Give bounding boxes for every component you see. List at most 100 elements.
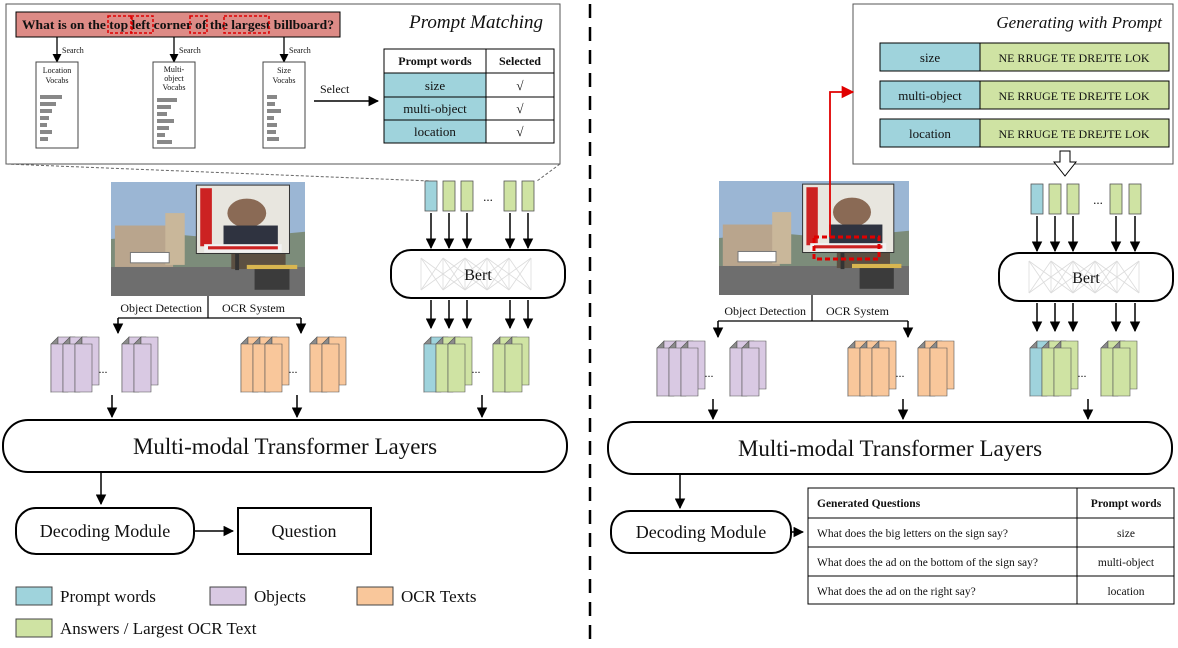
portrait [227, 198, 267, 228]
prompt-matching-panel: Prompt Matching What is on the top left … [5, 3, 561, 165]
billboard-stripe [200, 188, 212, 247]
svg-text:OCR Texts: OCR Texts [401, 587, 476, 606]
table-row: size [425, 78, 445, 93]
ocr-feature-card [264, 336, 290, 393]
ellipsis: ... [289, 362, 298, 376]
object-feature-card [680, 340, 706, 397]
svg-text:Selected: Selected [499, 54, 541, 68]
svg-text:Generated Questions: Generated Questions [817, 498, 921, 510]
svg-text:Prompt words: Prompt words [1091, 498, 1162, 510]
svg-text:size: size [1117, 528, 1135, 540]
highlight-top [107, 15, 133, 34]
input-token [442, 180, 456, 212]
generated-prompt-row: multi-object NE RRUGE TE DREJTE LOK [879, 80, 1170, 110]
svg-text:Vocabs: Vocabs [46, 76, 69, 85]
ocr-link-arrow [829, 85, 855, 237]
small-ad [129, 251, 170, 264]
ocr-system-label: OCR System [826, 304, 890, 318]
svg-text:√: √ [516, 124, 524, 139]
input-token [460, 180, 474, 212]
svg-text:location: location [1107, 586, 1144, 598]
search-label: Search [289, 46, 311, 55]
ellipsis: ... [99, 362, 108, 376]
input-token [521, 180, 535, 212]
generating-title: Generating with Prompt [996, 13, 1163, 32]
object-feature-card [74, 336, 100, 393]
input-token [1048, 183, 1062, 215]
ellipsis: ... [705, 366, 714, 380]
object-detection-label: Object Detection [724, 304, 806, 318]
kiosk-roof [246, 264, 298, 270]
object-feature-card [133, 336, 159, 393]
legend-item-answers: Answers / Largest OCR Text [15, 618, 257, 638]
ocr-feature-card [871, 340, 897, 397]
table-row: What does the big letters on the sign sa… [817, 528, 1008, 540]
answer-feature-card [504, 336, 530, 393]
kiosk [859, 265, 894, 289]
object-detection-label: Object Detection [120, 301, 202, 315]
question-text: What is on the top left corner of the la… [22, 17, 334, 32]
billboard-pole [840, 252, 845, 270]
svg-text:NE RRUGE TE DREJTE LOK: NE RRUGE TE DREJTE LOK [998, 127, 1149, 141]
transformer-label: Multi-modal Transformer Layers [738, 436, 1042, 461]
vocab-doc-size: Size Vocabs [262, 61, 306, 149]
billboard-stripe [806, 187, 818, 246]
generated-prompt-row: location NE RRUGE TE DREJTE LOK [879, 118, 1170, 148]
vocab-doc-multi-object: Multi- object Vocabs [152, 61, 196, 149]
input-token [503, 180, 517, 212]
svg-text:Multi-: Multi- [164, 65, 185, 74]
table-row: multi-object [403, 101, 467, 116]
ocr-feature-card [929, 340, 955, 397]
vocab-doc-location: Location Vocabs [35, 61, 79, 149]
ocr-system-label: OCR System [222, 301, 286, 315]
svg-text:NE RRUGE TE DREJTE LOK: NE RRUGE TE DREJTE LOK [998, 89, 1149, 103]
input-token [424, 180, 438, 212]
svg-text:object: object [164, 74, 184, 83]
svg-text:Answers / Largest OCR Text: Answers / Largest OCR Text [60, 619, 257, 638]
multimodal-transformer: Multi-modal Transformer Layers [607, 421, 1173, 475]
ocr-crop-box [812, 235, 881, 261]
search-label: Search [179, 46, 201, 55]
question-bar [15, 11, 341, 38]
highlight-of [189, 15, 208, 34]
street-photo [111, 182, 305, 296]
svg-text:NE RRUGE TE DREJTE LOK: NE RRUGE TE DREJTE LOK [998, 51, 1149, 65]
input-token [1066, 183, 1080, 215]
svg-text:multi-object: multi-object [898, 88, 962, 103]
bert-label: Bert [464, 267, 492, 284]
billboard-text [814, 245, 883, 249]
object-feature-card [741, 340, 767, 397]
svg-text:size: size [920, 50, 940, 65]
prompt-matching-title: Prompt Matching [408, 12, 543, 33]
billboard-pole [235, 253, 240, 271]
svg-text:Vocabs: Vocabs [163, 83, 186, 92]
ellipsis: ... [896, 366, 905, 380]
legend-item-prompt-words: Prompt words [15, 586, 156, 606]
input-token [1109, 183, 1123, 215]
portrait-suit [223, 225, 278, 247]
kiosk [254, 266, 290, 290]
multimodal-transformer: Multi-modal Transformer Layers [2, 419, 568, 473]
svg-text:Prompt words: Prompt words [398, 54, 472, 68]
svg-text:√: √ [516, 101, 524, 116]
legend-item-ocr-texts: OCR Texts [356, 586, 476, 606]
prompt-feature-card [1053, 340, 1079, 397]
generating-panel: Generating with Prompt size NE RRUGE TE … [852, 3, 1174, 165]
svg-text:location: location [909, 126, 951, 141]
svg-text:Size: Size [277, 66, 291, 75]
prompt-feature-card [447, 336, 473, 393]
transformer-label: Multi-modal Transformer Layers [133, 434, 437, 459]
highlight-left [130, 15, 154, 34]
question-output-box [237, 507, 372, 555]
answer-feature-card [1112, 340, 1138, 397]
small-ad [737, 250, 777, 263]
hollow-down-arrow [1052, 150, 1078, 177]
search-label: Search [62, 46, 84, 55]
ellipsis: ... [1078, 366, 1087, 380]
portrait [833, 197, 871, 227]
svg-text:Prompt words: Prompt words [60, 587, 156, 606]
kiosk-roof [852, 263, 902, 269]
ellipsis: ... [1093, 192, 1103, 207]
legend-item-objects: Objects [209, 586, 306, 606]
